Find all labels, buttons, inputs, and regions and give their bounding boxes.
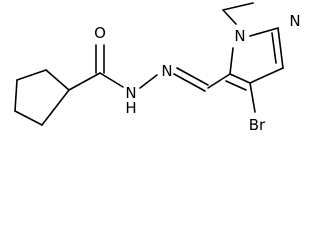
double-bond — [176, 67, 209, 86]
bond — [16, 69, 47, 81]
atom-label-amide-nitrogen: N — [125, 84, 136, 102]
atom-label-bromine: Br — [249, 116, 266, 134]
bond — [249, 67, 284, 84]
double-bond — [271, 32, 277, 64]
atom-label-ring-nitrogen-ethyl: N — [234, 27, 245, 45]
double-bond — [277, 27, 284, 69]
bond — [207, 73, 231, 89]
bond — [249, 82, 256, 113]
cyclopentane-ring — [14, 69, 70, 126]
double-bond — [173, 73, 206, 92]
bond — [41, 89, 70, 126]
bond — [68, 72, 101, 91]
bond — [222, 9, 237, 25]
bond — [14, 110, 43, 126]
ethyl-group — [222, 2, 254, 25]
bond — [14, 79, 18, 112]
bond — [139, 74, 158, 89]
bond — [229, 47, 234, 75]
carbonyl-group — [68, 44, 124, 91]
chemical-structure: O N N H N N Br — [14, 2, 301, 134]
pyrazole-ring — [207, 27, 284, 91]
bond — [99, 72, 124, 88]
bond — [249, 27, 279, 37]
atom-label-amide-hydrogen: H — [125, 99, 136, 117]
atom-label-ring-nitrogen: N — [289, 12, 300, 30]
hydrazone-chain — [139, 67, 209, 92]
bond — [45, 69, 70, 91]
atom-label-oxygen: O — [94, 24, 106, 42]
double-bond — [229, 73, 251, 84]
atom-label-imine-nitrogen: N — [161, 62, 172, 80]
double-bond — [225, 80, 247, 91]
bond — [222, 2, 254, 11]
